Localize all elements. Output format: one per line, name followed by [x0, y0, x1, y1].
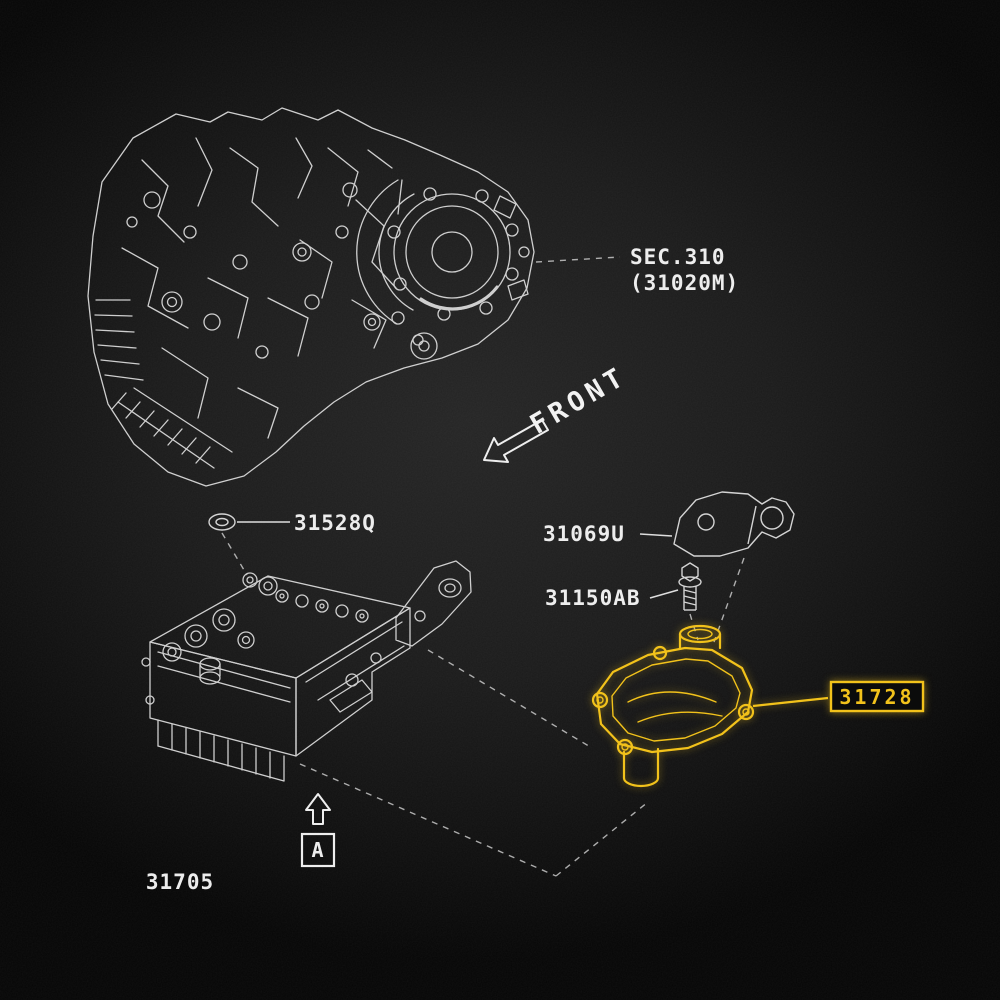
- washer-drawing: [208, 513, 236, 531]
- leader-lines: [237, 521, 679, 599]
- view-a-arrow-icon: [305, 793, 331, 825]
- valve-body-drawing: [141, 560, 472, 782]
- bracket-drawing: [673, 491, 795, 557]
- label-view-a: A: [311, 838, 324, 862]
- label-sec310: SEC.310: [630, 245, 726, 269]
- highlight-leader-line: [752, 696, 829, 708]
- label-31020m: (31020M): [630, 271, 739, 295]
- engine-assembly-drawing: [87, 107, 535, 487]
- label-31150ab: 31150AB: [545, 586, 641, 610]
- oil-strainer-highlighted-part: [591, 624, 755, 788]
- bolt-drawing: [678, 562, 702, 611]
- label-31528q: 31528Q: [294, 511, 376, 535]
- label-31728: 31728: [839, 685, 914, 709]
- label-31069u: 31069U: [543, 522, 625, 546]
- view-a-marker: [300, 832, 336, 868]
- highlight-box-31728[interactable]: 31728: [829, 680, 925, 713]
- label-31705: 31705: [146, 870, 214, 894]
- front-arrow-icon: [483, 419, 549, 463]
